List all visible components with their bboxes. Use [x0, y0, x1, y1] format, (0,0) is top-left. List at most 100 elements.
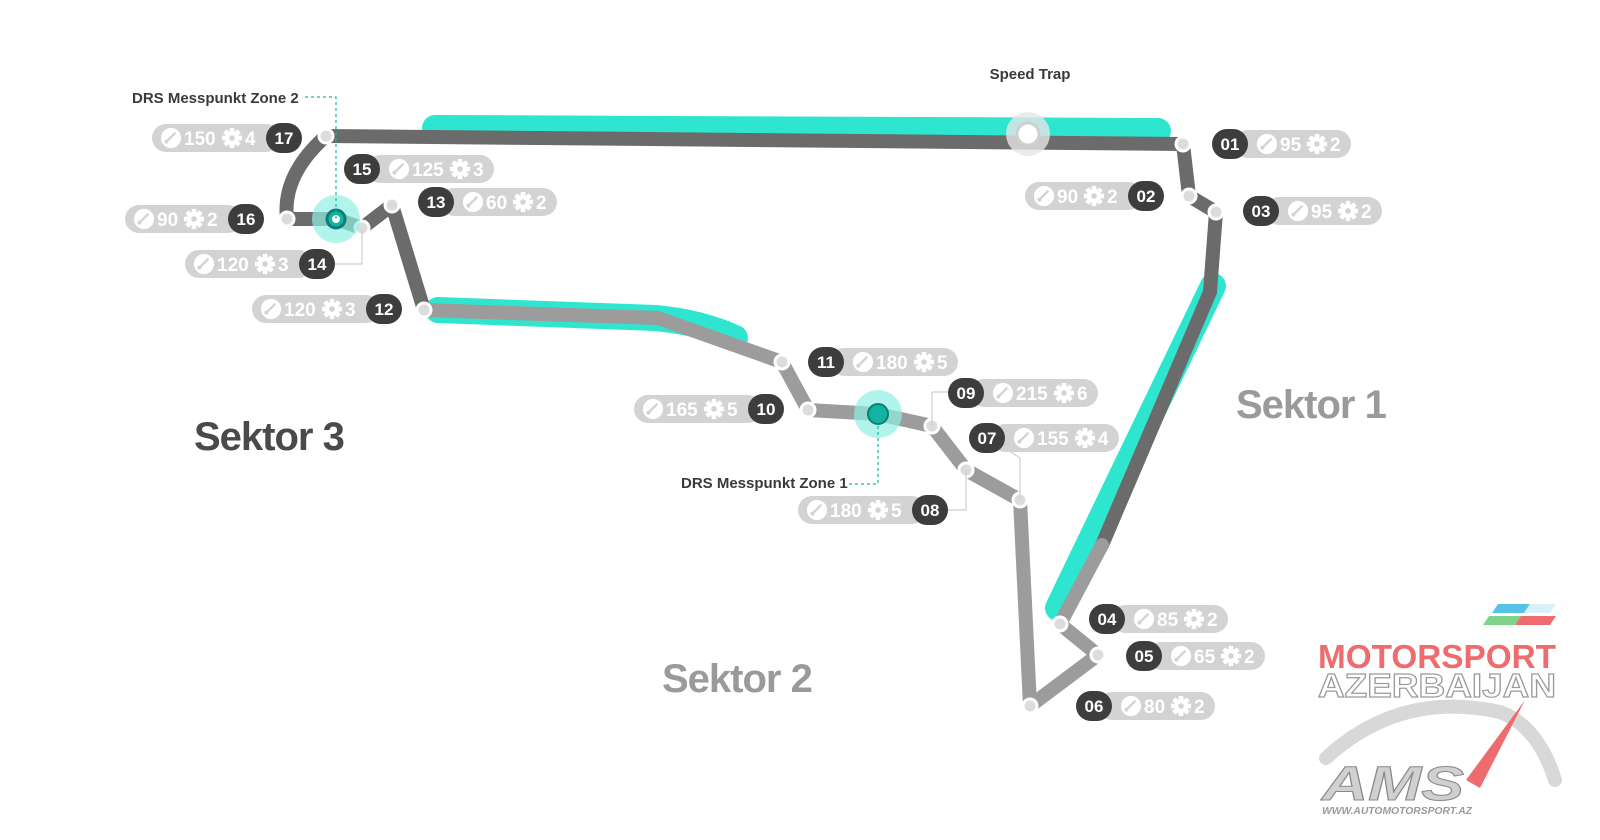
corner-14-gear: 3 [278, 255, 289, 276]
flag-stripes-icon [1483, 604, 1556, 625]
corner-03-number: 03 [1252, 202, 1271, 221]
drs-zone-2-label: DRS Messpunkt Zone 2 [132, 90, 299, 107]
corner-06-speed: 80 [1144, 697, 1165, 718]
motorsport-azerbaijan-logo: MOTORSPORT AZERBAIJAN AMS WWW.AUTOMOTORS… [1317, 604, 1562, 817]
gear-icon [703, 398, 725, 420]
logo-line-2: AZERBAIJAN [1318, 667, 1556, 704]
corner-04-gear: 2 [1207, 610, 1218, 631]
corner-11-gear: 5 [937, 353, 948, 374]
corner-11-info: 180 5 11 [808, 347, 958, 377]
corner-12-pill [252, 295, 380, 323]
corner-10-pill [634, 395, 762, 423]
corner-11-badge [808, 347, 844, 377]
speedometer-icon [462, 191, 484, 213]
corner-06-gear: 2 [1194, 697, 1205, 718]
corner-05-number: 05 [1135, 647, 1154, 666]
corner-15-gear: 3 [473, 160, 484, 181]
corner-05-speed: 65 [1194, 647, 1216, 668]
corner-09-gear: 6 [1077, 384, 1088, 405]
corner-09-badge [948, 378, 984, 408]
node-16 [278, 210, 296, 228]
corner-17-number: 17 [275, 129, 294, 148]
sector-3-label: Sektor 3 [194, 415, 344, 459]
corner-01-number: 01 [1221, 135, 1240, 154]
speedometer-icon [260, 298, 282, 320]
gear-icon [449, 158, 471, 180]
node-05 [1089, 646, 1107, 664]
corner-04-number: 04 [1098, 610, 1117, 629]
corner-10-badge [748, 394, 784, 424]
speedometer-icon [852, 351, 874, 373]
gear-icon [1074, 427, 1096, 449]
corner-06-number: 06 [1085, 697, 1104, 716]
corner-08-speed: 180 [830, 501, 862, 522]
logo-url: WWW.AUTOMOTORSPORT.AZ [1322, 806, 1473, 817]
gear-icon [913, 351, 935, 373]
speedometer-icon [806, 499, 828, 521]
gear-icon [1053, 382, 1075, 404]
node-13 [383, 196, 401, 214]
speedometer-icon [1033, 185, 1055, 207]
corner-16-number: 16 [237, 210, 256, 229]
gear-icon [1170, 695, 1192, 717]
corner-01-badge [1212, 129, 1248, 159]
track-segment-hairpin [417, 303, 1109, 713]
gear-icon [1220, 645, 1242, 667]
corner-17-speed: 150 [184, 129, 216, 150]
gear-icon [1183, 608, 1205, 630]
corner-09-speed: 215 [1016, 384, 1048, 405]
speed-trap-marker [1006, 112, 1050, 156]
corner-07-number: 07 [978, 429, 997, 448]
corner-11-speed: 180 [876, 353, 908, 374]
corner-12-gear: 3 [345, 300, 356, 321]
gear-icon [1083, 185, 1105, 207]
node-06 [1021, 697, 1039, 715]
corner-17-badge [266, 123, 302, 153]
speedometer-icon [1170, 645, 1192, 667]
corner-01-speed: 95 [1280, 135, 1302, 156]
speedometer-icon [133, 208, 155, 230]
corner-08-badge [912, 495, 948, 525]
speedometer-icon [1013, 427, 1035, 449]
corner-09-number: 09 [957, 384, 976, 403]
node-03 [1207, 203, 1225, 221]
corner-15-badge [344, 154, 380, 184]
corner-17-pill [152, 124, 280, 152]
speedometer-icon [1120, 695, 1142, 717]
corner-08-pill [798, 496, 926, 524]
corner-12-badge [366, 294, 402, 324]
node-02 [1180, 187, 1198, 205]
corner-02-speed: 90 [1057, 187, 1078, 208]
corner-16-speed: 90 [157, 210, 178, 231]
corner-06-badge [1076, 691, 1112, 721]
corner-07-gear: 4 [1098, 429, 1109, 450]
corner-11-number: 11 [817, 353, 835, 372]
corner-07-badge [969, 423, 1005, 453]
drs-zone-1-label: DRS Messpunkt Zone 1 [681, 475, 848, 492]
corner-08-number: 08 [921, 501, 940, 520]
sector-2-label: Sektor 2 [662, 657, 812, 701]
gear-icon [512, 191, 534, 213]
node-01 [1174, 135, 1192, 153]
speed-trap-label: Speed Trap [990, 66, 1071, 83]
gear-icon [321, 298, 343, 320]
corner-13-speed: 60 [486, 193, 507, 214]
corner-15-speed: 125 [412, 160, 444, 181]
speedometer-icon [642, 398, 664, 420]
corner-14-number: 14 [308, 255, 327, 274]
speedometer-icon [388, 158, 410, 180]
corner-16-pill [125, 205, 242, 233]
